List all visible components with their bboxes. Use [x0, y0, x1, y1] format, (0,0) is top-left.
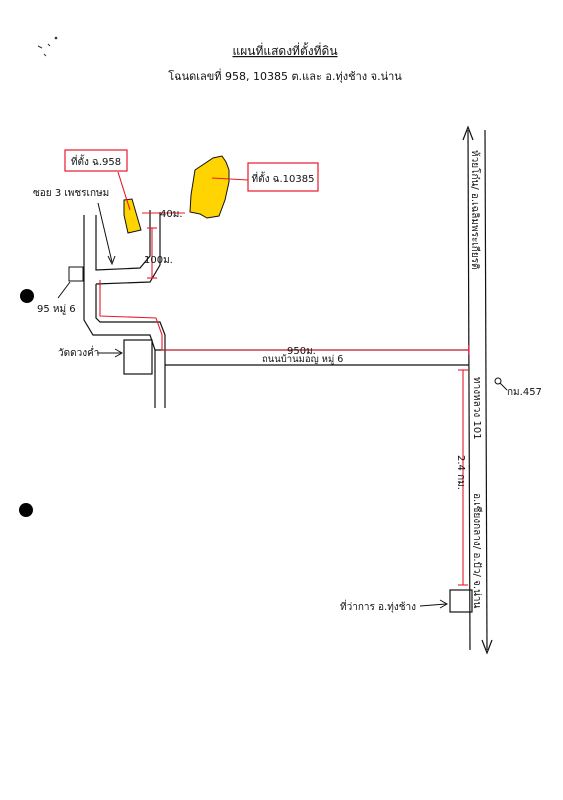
temple-building	[123, 339, 153, 375]
soi-leader-arrowhead	[107, 255, 116, 266]
house-95-leader	[57, 281, 71, 299]
measurement-lines	[99, 171, 470, 586]
label-parcel-958: ที่ตั้ง ฉ.958	[71, 154, 121, 168]
highway-101	[462, 125, 493, 655]
label-district-office: ที่ว่าการ อ.ทุ่งช้าง	[340, 599, 416, 613]
soi-road	[83, 210, 166, 408]
label-km-457: กม.457	[507, 387, 542, 398]
label-box-958	[64, 149, 128, 172]
label-highway-south: อ.เชียงกลาง/ อ.ปัว/ จ.น่าน	[471, 493, 483, 609]
label-dist-950: 950ม.	[287, 346, 316, 357]
district-office-arrowhead	[439, 599, 449, 609]
label-parcel-10385: ที่ตั้ง ฉ.10385	[252, 171, 315, 185]
label-soi: ซอย 3 เพชรเกษม	[33, 188, 109, 199]
parcel-10385	[189, 155, 230, 219]
label-temple: วัดดวงค่ำ	[58, 345, 99, 359]
label-highway-north: ห้วยโก๋น/ อ.เฉลิมพระเกียรติ	[469, 150, 482, 270]
punch-hole-icon	[20, 289, 34, 303]
stray-marks	[37, 36, 58, 57]
parcel-958	[123, 198, 142, 234]
label-box-10385	[247, 162, 319, 192]
district-office-building	[449, 589, 473, 613]
km-marker-icon	[494, 377, 502, 385]
km-marker-leader	[499, 382, 508, 391]
district-office-leader	[419, 603, 447, 607]
map-subtitle: โฉนดเลขที่ 958, 10385 ต.และ อ.ทุ่งช้าง จ…	[168, 68, 402, 83]
label-dist-100: 100ม.	[144, 255, 173, 266]
label-dist-24km: 2.4 กม.	[455, 455, 466, 490]
map-title: แผนที่แสดงที่ตั้งที่ดิน	[232, 42, 337, 58]
label-house-95: 95 หมู่ 6	[37, 304, 76, 315]
punch-hole-icon	[19, 503, 33, 517]
soi-leader-arrow	[97, 202, 113, 263]
label-highway-name: ทางหลวง 101	[471, 377, 482, 440]
label-village-road: ถนนบ้านมอญ หมู่ 6	[262, 354, 343, 365]
label-dist-40: 40ม.	[160, 209, 183, 220]
temple-leader-arrowhead	[114, 348, 124, 358]
house-95-building	[68, 266, 84, 282]
